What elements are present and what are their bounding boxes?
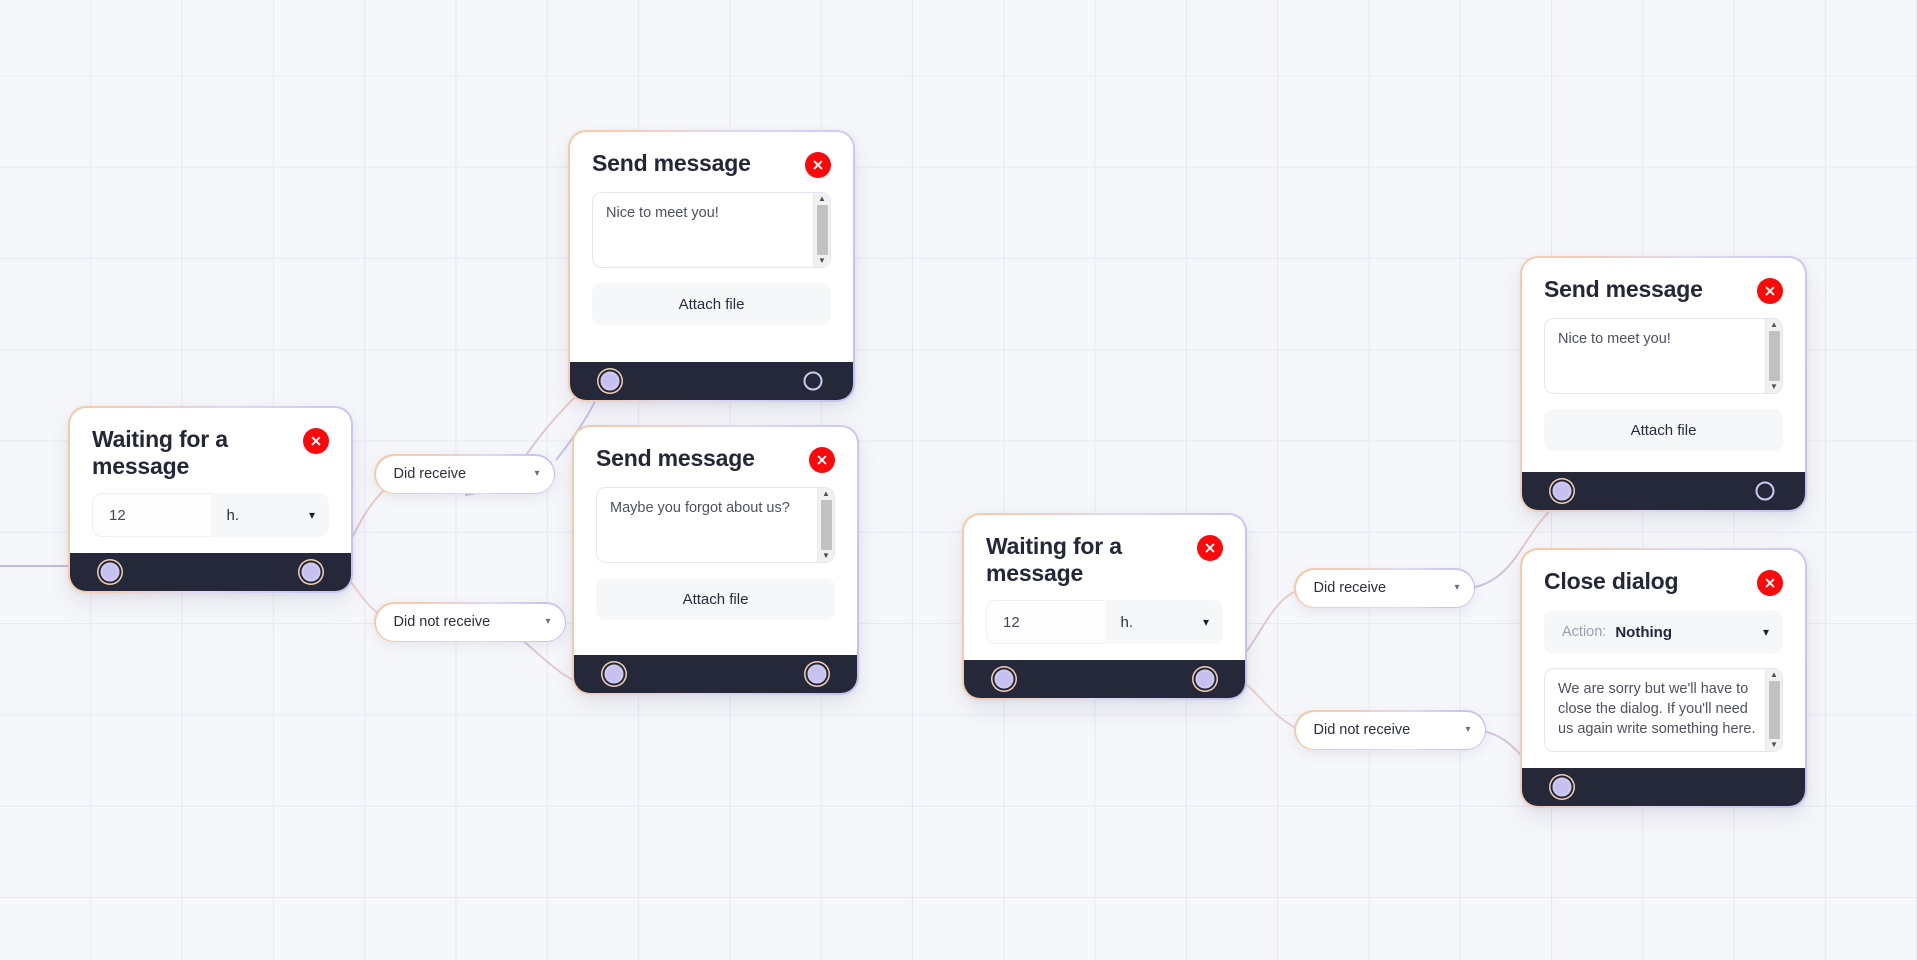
input-handle[interactable] xyxy=(1552,481,1572,501)
input-handle[interactable] xyxy=(604,664,624,684)
caret-down-icon[interactable]: ▼ xyxy=(1770,382,1778,391)
caret-up-icon[interactable]: ▲ xyxy=(1770,320,1778,329)
node-title: Send message xyxy=(1544,276,1703,302)
message-textarea[interactable]: Maybe you forgot about us? ▲ ▼ xyxy=(596,487,835,563)
scrollbar-thumb[interactable] xyxy=(820,500,832,550)
duration-unit-value: h. xyxy=(1120,613,1134,631)
node-title: Waiting for a message xyxy=(986,533,1122,586)
node-close-dialog[interactable]: Close dialog Action: Nothing ▾ We are so… xyxy=(1520,548,1807,808)
edge-label-text: Did receive xyxy=(1313,580,1387,596)
message-text[interactable]: Nice to meet you! xyxy=(1558,331,1671,347)
message-text[interactable]: Maybe you forgot about us? xyxy=(610,500,790,516)
action-value: Nothing xyxy=(1615,623,1672,641)
duration-unit-value: h. xyxy=(226,506,240,524)
action-select[interactable]: Action: Nothing ▾ xyxy=(1544,610,1783,654)
attach-file-button[interactable]: Attach file xyxy=(592,283,831,325)
output-handle[interactable] xyxy=(1195,669,1215,689)
message-textarea[interactable]: Nice to meet you! ▲ ▼ xyxy=(592,192,831,268)
input-handle[interactable] xyxy=(100,562,120,582)
input-handle[interactable] xyxy=(994,669,1014,689)
input-handle[interactable] xyxy=(600,371,620,391)
output-handle[interactable] xyxy=(1755,481,1775,501)
input-handle[interactable] xyxy=(1552,777,1572,797)
scrollbar-thumb[interactable] xyxy=(1768,681,1780,739)
close-icon[interactable] xyxy=(1757,570,1783,596)
textarea-scrollbar[interactable]: ▲ ▼ xyxy=(1765,319,1782,393)
node-footer xyxy=(1522,472,1805,510)
chevron-down-icon: ▾ xyxy=(545,616,551,627)
node-send-message-1[interactable]: Send message Nice to meet you! ▲ ▼ xyxy=(568,130,855,402)
duration-unit-select[interactable]: h. ▾ xyxy=(210,493,329,538)
edge-label-did-not-receive-1[interactable]: Did not receive ▾ xyxy=(374,602,566,642)
message-text[interactable]: Nice to meet you! xyxy=(606,205,719,221)
chevron-down-icon: ▾ xyxy=(308,508,315,523)
action-label: Action: xyxy=(1562,624,1607,640)
node-title: Send message xyxy=(596,445,755,471)
node-footer xyxy=(1522,768,1805,806)
edge-label-did-receive-2[interactable]: Did receive ▾ xyxy=(1294,568,1475,608)
node-title: Waiting for a message xyxy=(92,426,228,479)
scrollbar-thumb[interactable] xyxy=(816,205,828,255)
duration-control[interactable]: 12 h. ▾ xyxy=(92,493,329,538)
message-textarea[interactable]: We are sorry but we'll have to close the… xyxy=(1544,668,1783,752)
close-icon[interactable] xyxy=(809,447,835,473)
chevron-down-icon: ▾ xyxy=(1762,625,1769,639)
node-title: Send message xyxy=(592,150,751,176)
duration-input[interactable]: 12 xyxy=(986,600,1105,645)
caret-down-icon[interactable]: ▼ xyxy=(822,551,830,560)
output-handle[interactable] xyxy=(803,371,823,391)
node-send-message-2[interactable]: Send message Maybe you forgot about us? … xyxy=(572,425,859,695)
output-handle[interactable] xyxy=(301,562,321,582)
edge-label-text: Did not receive xyxy=(393,614,491,630)
duration-control[interactable]: 12 h. ▾ xyxy=(986,600,1223,645)
node-footer xyxy=(70,553,351,591)
scrollbar-thumb[interactable] xyxy=(1768,331,1780,381)
attach-file-button[interactable]: Attach file xyxy=(596,578,835,620)
caret-up-icon[interactable]: ▲ xyxy=(1770,670,1778,679)
message-text[interactable]: We are sorry but we'll have to close the… xyxy=(1558,681,1756,737)
close-icon[interactable] xyxy=(805,152,831,178)
chevron-down-icon: ▾ xyxy=(1465,724,1471,735)
caret-up-icon[interactable]: ▲ xyxy=(822,489,830,498)
edge-label-text: Did not receive xyxy=(1313,722,1411,738)
node-footer xyxy=(570,362,853,400)
node-title: Close dialog xyxy=(1544,568,1679,594)
edge-label-did-receive-1[interactable]: Did receive ▾ xyxy=(374,454,555,494)
caret-down-icon[interactable]: ▼ xyxy=(1770,739,1778,749)
attach-file-button[interactable]: Attach file xyxy=(1544,409,1783,451)
node-waiting-for-message-1[interactable]: Waiting for a message 12 h. ▾ xyxy=(68,406,353,593)
edge-label-text: Did receive xyxy=(393,466,467,482)
close-icon[interactable] xyxy=(303,428,329,454)
output-handle[interactable] xyxy=(807,664,827,684)
chevron-down-icon: ▾ xyxy=(1454,582,1460,593)
duration-unit-select[interactable]: h. ▾ xyxy=(1104,600,1223,645)
close-icon[interactable] xyxy=(1197,535,1223,561)
duration-input[interactable]: 12 xyxy=(92,493,211,538)
node-waiting-for-message-2[interactable]: Waiting for a message 12 h. ▾ xyxy=(962,513,1247,700)
node-footer xyxy=(574,655,857,693)
node-footer xyxy=(964,660,1245,698)
edge-label-did-not-receive-2[interactable]: Did not receive ▾ xyxy=(1294,710,1486,750)
textarea-scrollbar[interactable]: ▲ ▼ xyxy=(817,488,834,562)
chevron-down-icon: ▾ xyxy=(534,468,540,479)
close-icon[interactable] xyxy=(1757,278,1783,304)
caret-down-icon[interactable]: ▼ xyxy=(818,256,826,265)
textarea-scrollbar[interactable]: ▲ ▼ xyxy=(1765,669,1782,751)
message-textarea[interactable]: Nice to meet you! ▲ ▼ xyxy=(1544,318,1783,394)
caret-up-icon[interactable]: ▲ xyxy=(818,194,826,203)
chevron-down-icon: ▾ xyxy=(1202,615,1209,630)
node-send-message-3[interactable]: Send message Nice to meet you! ▲ ▼ xyxy=(1520,256,1807,512)
textarea-scrollbar[interactable]: ▲ ▼ xyxy=(813,193,830,267)
